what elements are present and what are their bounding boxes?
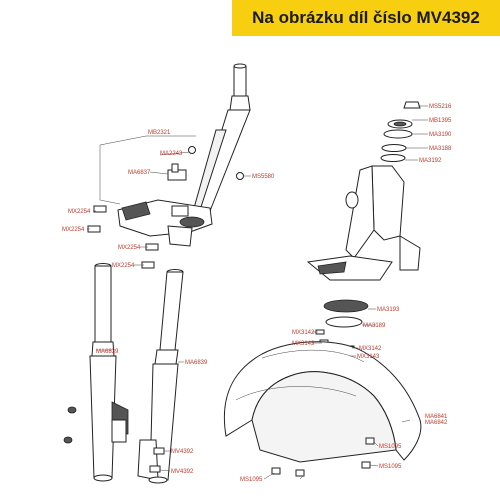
label-mx2254-b: MX2254 <box>62 227 85 233</box>
label-mv4392-a: MV4392 <box>171 449 194 455</box>
label-mx3143-b: MX3143 <box>357 354 380 360</box>
steering-stem <box>193 63 251 217</box>
head-bearing-stack <box>380 101 421 162</box>
frame-head-tube <box>306 165 421 281</box>
left-fork-tube <box>63 263 129 482</box>
label-ma2243: MA2243 <box>160 151 183 157</box>
washer-ms5580 <box>236 172 244 180</box>
label-ms1095-c: MS1095 <box>240 477 263 483</box>
bracket-ma6837 <box>167 163 187 181</box>
label-mv4392-b: MV4392 <box>171 469 194 475</box>
part-number-banner: Na obrázku díl číslo MV4392 <box>232 0 500 36</box>
label-mb2321: MB2321 <box>148 130 171 136</box>
label-ms5580: MS5580 <box>252 174 275 180</box>
label-ma3188: MA3188 <box>429 146 452 152</box>
label-ma3189: MA3189 <box>363 323 386 329</box>
part-labels: MS5216 MB1395 MA3190 MA3188 MA3192 MB232… <box>62 104 452 483</box>
label-ma3190: MA3190 <box>429 132 452 138</box>
label-ma6837: MA6837 <box>128 170 151 176</box>
leader-lines <box>87 105 428 480</box>
ms1095-screws <box>271 437 375 477</box>
label-mx3142-b: MX3142 <box>359 346 382 352</box>
lower-triple-clamp <box>117 199 213 247</box>
label-mx3143-a: MX3143 <box>292 341 315 347</box>
label-ma6842: MA6842 <box>425 420 448 426</box>
label-ma6839-left: MA6839 <box>96 349 119 355</box>
label-ma6839-right: MA6839 <box>185 360 208 366</box>
label-ms1095-b: MS1095 <box>379 464 402 470</box>
label-mx2254-a: MX2254 <box>68 209 91 215</box>
label-ma3193: MA3193 <box>377 307 400 313</box>
label-mx2254-c: MX2254 <box>118 245 141 251</box>
mb2321-leader <box>99 135 147 205</box>
label-ms1095-a: MS1095 <box>379 444 402 450</box>
label-mx2254-d: MX2254 <box>112 263 135 269</box>
label-ma3192: MA3192 <box>419 158 442 164</box>
label-mx3142-a: MX3142 <box>292 330 315 336</box>
label-ma6841: MA6841 <box>425 414 448 420</box>
front-mudguard <box>223 341 422 463</box>
label-ms5216: MS5216 <box>429 104 452 110</box>
lower-bearing-stack <box>323 299 369 328</box>
label-mb1395: MB1395 <box>429 118 452 124</box>
nut-ma2243 <box>188 146 196 154</box>
banner-text: Na obrázku díl číslo MV4392 <box>252 8 480 27</box>
